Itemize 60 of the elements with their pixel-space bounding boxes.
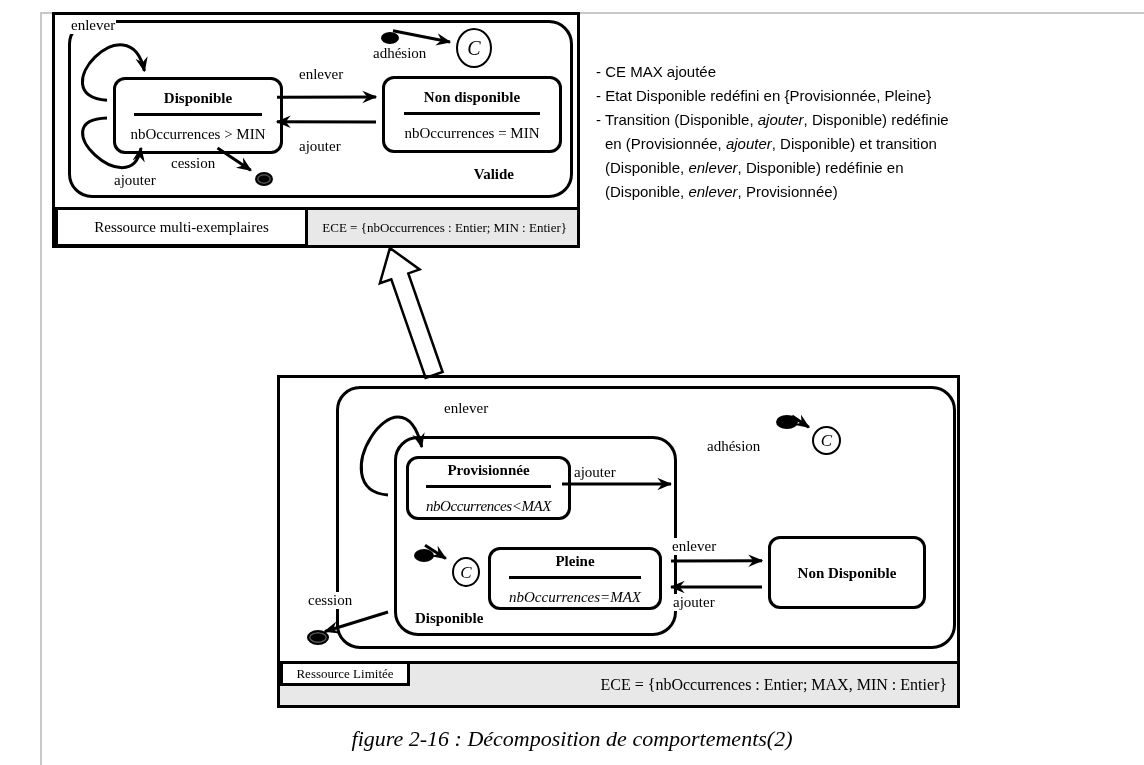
transition-arrow <box>81 43 146 102</box>
state-name: Disponible <box>415 610 484 627</box>
state-name: Disponible <box>163 88 233 107</box>
block-arrow <box>378 245 445 380</box>
note-text: - Etat Disponible redéfini en {Provisionnée, Pleine} <box>596 86 933 106</box>
note-text: - CE MAX ajoutée <box>596 62 718 82</box>
state-name: Pleine <box>555 551 595 570</box>
name-tab <box>55 207 308 247</box>
state-name: Valide <box>473 166 514 183</box>
edge-label: enlever <box>671 538 718 555</box>
name-tab <box>280 661 410 686</box>
state-circle <box>456 28 492 68</box>
state-condition: nbOccurrences<MAX <box>425 498 552 515</box>
attribute-text: ECE = {nbOccurrences : Entier; MIN : Entier} <box>322 219 567 236</box>
state-letter: C <box>820 432 833 449</box>
state-circle <box>452 557 480 587</box>
transition-arrow <box>323 610 389 634</box>
initial-state-dot <box>381 32 399 44</box>
final-state-dot <box>307 630 329 645</box>
transition-arrow <box>275 115 376 129</box>
frame-box <box>277 375 960 708</box>
edge-label: ajouter <box>573 464 617 481</box>
edge-label: ajouter <box>113 172 157 189</box>
transition-arrow <box>277 90 378 104</box>
frame-box <box>52 12 580 248</box>
state-box <box>382 76 562 153</box>
edge-label: enlever <box>70 17 117 34</box>
edge-label: ajouter <box>672 594 716 611</box>
initial-state-dot <box>414 549 434 562</box>
state-letter: C <box>460 563 472 581</box>
state-letter: C <box>467 38 481 58</box>
state-box <box>113 77 283 154</box>
transition-arrow <box>791 414 810 429</box>
attribute-text: ECE = {nbOccurrences : Entier; MAX, MIN : Entier} <box>600 675 947 694</box>
transition-arrow <box>216 146 252 172</box>
state-name: Non disponible <box>423 87 521 106</box>
state-condition: nbOccurrences=MAX <box>509 588 641 606</box>
transition-arrow <box>360 415 424 497</box>
state-circle <box>812 426 841 455</box>
state-name: Non Disponible <box>797 563 897 582</box>
note-text: - Transition (Disponible, ajouter, Disponible) redéfinie en (Provisionnée, ajouter, Disponible) et transition (Disponible, enlever, Disponible) redéfinie en (Disponible, enlever, Provisionnée) <box>596 110 950 202</box>
transition-arrow <box>671 554 764 567</box>
state-box <box>768 536 926 609</box>
initial-state-dot <box>776 415 798 429</box>
edge-label: ajouter <box>298 138 342 155</box>
resource-name: Ressource Limitée <box>296 665 394 682</box>
resource-name: Ressource multi-exemplaires <box>94 218 269 236</box>
state-condition: nbOccurrences > MIN <box>130 125 266 143</box>
figure-caption: figure 2-16 : Décomposition de comportements(2) <box>351 726 793 751</box>
state-box <box>488 547 662 610</box>
state-name: Provisionnée <box>447 461 530 480</box>
transition-arrow <box>562 477 673 491</box>
edge-label: cession <box>307 592 354 609</box>
transition-arrow <box>669 580 762 594</box>
final-state-dot <box>255 172 273 186</box>
transition-arrow <box>424 543 447 560</box>
transition-arrow <box>392 29 452 46</box>
state-condition: nbOccurrences = MIN <box>404 124 540 142</box>
transition-arrow <box>81 116 143 170</box>
state-box <box>406 456 571 520</box>
